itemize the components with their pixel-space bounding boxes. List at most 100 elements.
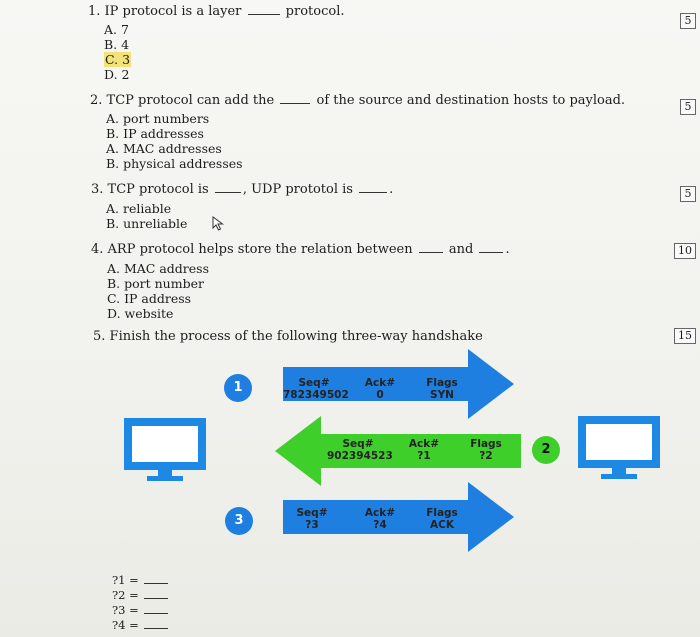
answer-blank[interactable] [144,627,169,629]
question-text: . [505,242,510,257]
seq-label: Seq# [298,377,330,389]
arrow-step-3 [283,482,514,552]
monitor-base [147,476,183,481]
question-1-text: 1. IP protocol is a layer protocol. [88,4,344,19]
arrow-step-1 [283,349,514,419]
question-text: of the source and destination hosts to p… [316,93,626,108]
step-1-badge: 1 [224,374,252,402]
question-number: 5. [93,329,106,344]
ack-label: Ack# [408,438,440,450]
seq-value: 782349502 [283,389,349,401]
option-c-highlighted[interactable]: C. 3 [104,52,132,67]
question-5-text: 5. Finish the process of the following t… [93,329,483,344]
answer-blank[interactable] [247,13,280,15]
monitor-display [132,426,198,462]
flags-label: Flags [426,377,458,389]
step-3-ack: Ack# ?4 [360,507,400,531]
option-b[interactable]: B. unreliable [106,216,188,231]
answer-blank[interactable] [214,191,241,193]
option-b[interactable]: B. IP addresses [106,126,204,141]
step-1-seq: Seq# 782349502 [283,377,349,401]
question-text: ARP protocol helps store the relation be… [107,242,413,257]
flags-value: ACK [430,519,454,531]
arrow-step-2 [275,416,521,486]
answer-row: ?4 = [112,618,170,633]
answer-row: ?3 = [112,603,170,618]
question-number: 1. [88,4,101,19]
step-2-badge: 2 [532,436,560,464]
step-2-flags: Flags ?2 [464,438,508,462]
step-1-ack: Ack# 0 [360,377,400,401]
question-text: . [389,182,394,197]
step-2-seq: Seq# 902394523 [327,438,393,462]
flags-value: ?2 [479,450,493,462]
flags-label: Flags [426,507,458,519]
question-text: IP protocol is a layer [104,4,242,19]
option-a[interactable]: A. 7 [104,22,129,37]
question-3-options: A. reliable B. unreliable [106,201,187,231]
answer-blank[interactable] [144,597,169,599]
option-d[interactable]: D. 2 [104,67,130,82]
step-3-badge: 3 [225,507,253,535]
answer-label: ?1 = [112,573,139,587]
question-text: Finish the process of the following thre… [109,329,483,344]
question-text: and [448,242,474,257]
answer-blank[interactable] [359,191,388,193]
question-text: TCP protocol can add the [106,93,275,108]
question-text: TCP protocol is [107,182,209,197]
question-2-text: 2. TCP protocol can add the of the sourc… [90,93,625,108]
option-a2[interactable]: A. MAC addresses [106,141,222,156]
monitor-neck [158,470,172,478]
step-2-ack: Ack# ?1 [404,438,444,462]
ack-value: ?4 [373,519,387,531]
question-number: 4. [91,242,104,257]
answer-label: ?3 = [112,603,139,617]
seq-value: 902394523 [327,450,393,462]
ack-label: Ack# [364,377,396,389]
flags-label: Flags [470,438,502,450]
option-b2[interactable]: B. physical addresses [106,156,243,171]
step-1-flags: Flags SYN [420,377,464,401]
question-4-options: A. MAC address B. port number C. IP addr… [107,261,209,321]
option-b[interactable]: B. 4 [104,37,130,52]
question-number: 3. [91,182,104,197]
option-a[interactable]: A. reliable [106,201,172,216]
points-box: 10 [674,243,696,259]
option-c[interactable]: C. IP address [107,291,192,306]
answer-blank[interactable] [479,251,504,253]
ack-value: ?1 [417,450,431,462]
seq-label: Seq# [342,438,374,450]
option-a[interactable]: A. MAC address [107,261,209,276]
answer-blank[interactable] [144,612,169,614]
points-box: 5 [680,186,696,202]
points-box: 5 [680,13,696,29]
step-3-seq: Seq# ?3 [292,507,332,531]
monitor-display [586,424,652,460]
question-text: protocol. [285,4,345,19]
option-a[interactable]: A. port numbers [106,111,210,126]
step-3-flags: Flags ACK [420,507,464,531]
option-d[interactable]: D. website [107,306,174,321]
monitor-base [601,474,637,479]
ack-label: Ack# [364,507,396,519]
answer-blank[interactable] [280,102,311,104]
highlight: C. 3 [104,52,132,67]
points-box: 5 [680,99,696,115]
question-2-options: A. port numbers B. IP addresses A. MAC a… [106,111,243,171]
mouse-pointer-icon [212,216,225,231]
seq-label: Seq# [296,507,328,519]
points-box: 15 [674,328,696,344]
answer-list: ?1 = ?2 = ?3 = ?4 = [112,573,170,633]
answer-blank[interactable] [418,251,443,253]
question-number: 2. [90,93,103,108]
question-3-text: 3. TCP protocol is , UDP prototol is . [91,182,393,197]
answer-label: ?4 = [112,618,139,632]
answer-label: ?2 = [112,588,139,602]
answer-row: ?1 = [112,573,170,588]
answer-row: ?2 = [112,588,170,603]
seq-value: ?3 [305,519,319,531]
question-text: , UDP prototol is [242,182,353,197]
answer-blank[interactable] [144,582,169,584]
option-b[interactable]: B. port number [107,276,204,291]
